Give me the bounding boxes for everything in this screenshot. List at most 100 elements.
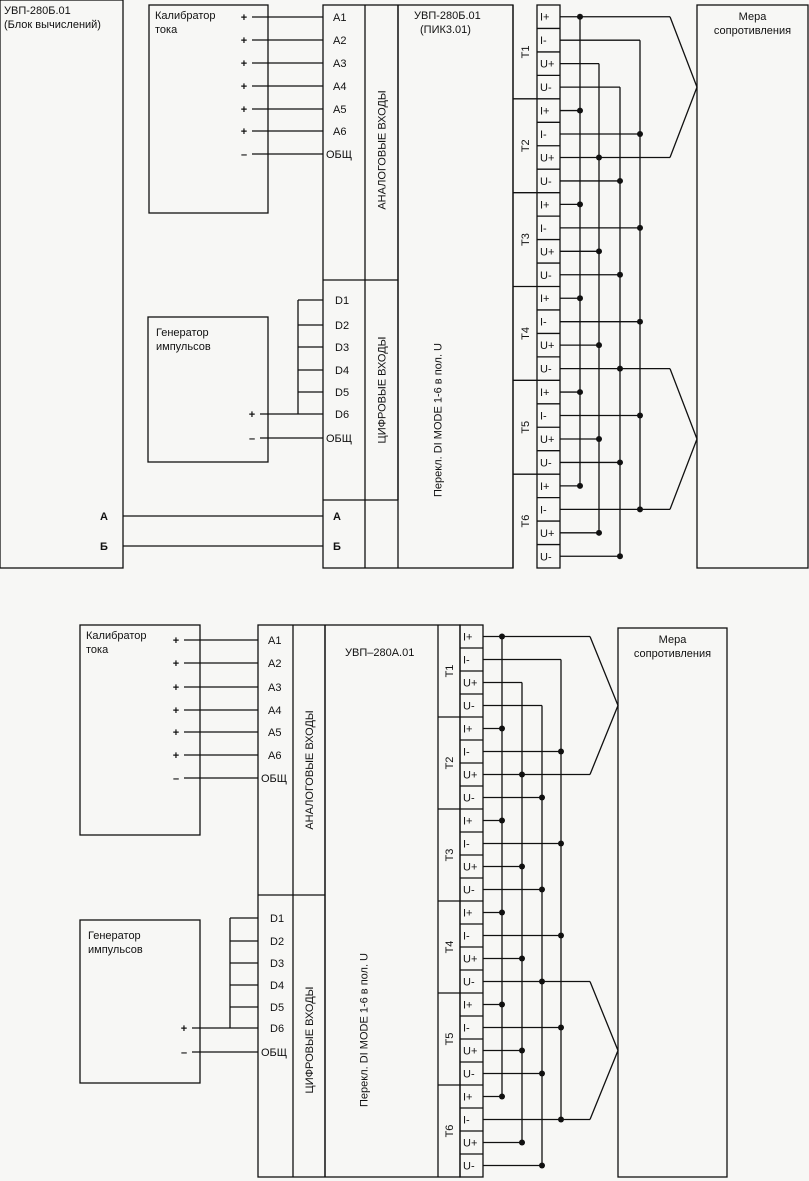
plus-sign: + (173, 635, 179, 647)
terminal-label: I- (463, 1023, 470, 1035)
terminal-label: I+ (463, 1092, 472, 1104)
terminal-label: U+ (463, 678, 477, 690)
terminal-label: U+ (463, 862, 477, 874)
port-a-label: А (100, 511, 108, 523)
digital-input-label: ОБЩ (326, 433, 352, 445)
terminal-label: I- (463, 1115, 470, 1127)
terminal-label: U- (540, 82, 552, 94)
plus-sign: + (249, 409, 255, 421)
module-box (322, 4, 514, 569)
junction-dot (499, 633, 505, 640)
plus-sign: + (241, 12, 247, 24)
terminal-label: I- (463, 747, 470, 759)
plus-sign: + (181, 1023, 187, 1035)
sensor-group-label: T5 (444, 1033, 456, 1046)
terminal-label: I+ (540, 106, 549, 118)
analog-input-label: A2 (268, 658, 281, 670)
analog-input-label: A4 (268, 705, 281, 717)
module-title: (ПИК3.01) (420, 24, 471, 36)
pulse-generator-box (79, 919, 201, 1084)
analog-input-label: A3 (333, 58, 346, 70)
digital-input-label: D4 (335, 365, 349, 377)
resistance-title: сопротивления (634, 648, 711, 660)
junction-dot (577, 13, 583, 20)
sensor-group-label: T4 (520, 327, 532, 340)
terminal-label: I- (540, 411, 547, 423)
terminal-label: I+ (540, 12, 549, 24)
minus-sign: – (241, 149, 247, 161)
plus-sign: + (173, 705, 179, 717)
plus-sign: + (173, 658, 179, 670)
resistance-connection (669, 368, 698, 510)
terminal-label: I- (463, 931, 470, 943)
terminal-label: U+ (540, 152, 554, 164)
sensor-group-label: T6 (520, 515, 532, 528)
pulse-generator-box (147, 316, 269, 463)
calibrator-title: Калибратор (155, 10, 216, 22)
terminal-label: I+ (463, 816, 472, 828)
analog-input-label: A2 (333, 35, 346, 47)
terminal-label: I+ (463, 724, 472, 736)
analog-input-label: ОБЩ (261, 773, 287, 785)
plus-sign: + (241, 126, 247, 138)
terminal-label: U+ (540, 528, 554, 540)
terminal-label: I- (540, 129, 547, 141)
module-title: УВП–280А.01 (345, 647, 414, 659)
terminal-label: I- (540, 35, 547, 47)
terminal-label: U+ (540, 434, 554, 446)
terminal-label: I- (463, 655, 470, 667)
digital-input-label: D6 (335, 409, 349, 421)
terminal-label: I- (540, 317, 547, 329)
terminal-label: U+ (540, 59, 554, 71)
digital-inputs-label: ЦИФРОВЫЕ ВХОДЫ (377, 337, 389, 444)
analog-input-label: A5 (268, 727, 281, 739)
sensor-group-label: T4 (444, 941, 456, 954)
resistance-standard-box (617, 627, 728, 1178)
computation-block-title: УВП-280Б.01 (4, 5, 71, 17)
switch-note: Перекл. DI MODE 1-6 в пол. U (433, 343, 445, 497)
resistance-connection (589, 636, 619, 775)
terminal-label: U- (463, 977, 475, 989)
terminal-label: I+ (463, 908, 472, 920)
terminal-label: U- (540, 457, 552, 469)
plus-sign: + (241, 81, 247, 93)
calibrator-title: тока (86, 644, 109, 656)
analog-input-label: A1 (268, 635, 281, 647)
terminal-label: I+ (540, 293, 549, 305)
current-calibrator-box (79, 624, 201, 836)
computation-block-box (0, 0, 124, 569)
terminal-label: U+ (463, 1046, 477, 1058)
analog-input-label: A3 (268, 682, 281, 694)
analog-inputs-label: АНАЛОГОВЫЕ ВХОДЫ (377, 90, 389, 209)
digital-input-label: D4 (270, 980, 284, 992)
digital-inputs-label: ЦИФРОВЫЕ ВХОДЫ (304, 987, 316, 1094)
minus-sign: – (181, 1047, 187, 1059)
generator-title: Генератор (156, 327, 209, 339)
resistance-title: Мера (739, 11, 768, 23)
calibrator-title: Калибратор (86, 630, 147, 642)
terminal-label: U+ (540, 246, 554, 258)
terminal-label: U+ (463, 770, 477, 782)
plus-sign: + (241, 35, 247, 47)
sensor-group-label: T2 (444, 757, 456, 770)
sensor-group-label: T2 (520, 139, 532, 152)
terminal-label: U+ (463, 954, 477, 966)
terminal-label: I+ (540, 387, 549, 399)
terminal-label: I- (463, 839, 470, 851)
terminal-label: I+ (540, 481, 549, 493)
analog-input-label: A6 (268, 750, 281, 762)
terminal-label: I+ (540, 199, 549, 211)
terminal-label: I- (540, 223, 547, 235)
analog-inputs-label: АНАЛОГОВЫЕ ВХОДЫ (304, 710, 316, 829)
sensor-group-label: T1 (520, 45, 532, 58)
switch-note: Перекл. DI MODE 1-6 в пол. U (359, 953, 371, 1107)
terminal-label: U- (540, 176, 552, 188)
terminal-label: U- (463, 885, 475, 897)
sensor-group-label: T5 (520, 421, 532, 434)
sensor-group-label: T3 (520, 233, 532, 246)
digital-input-label: D2 (335, 320, 349, 332)
digital-input-label: D1 (270, 913, 284, 925)
module-title: УВП-280Б.01 (414, 10, 481, 22)
module-port-a-label: А (333, 511, 341, 523)
